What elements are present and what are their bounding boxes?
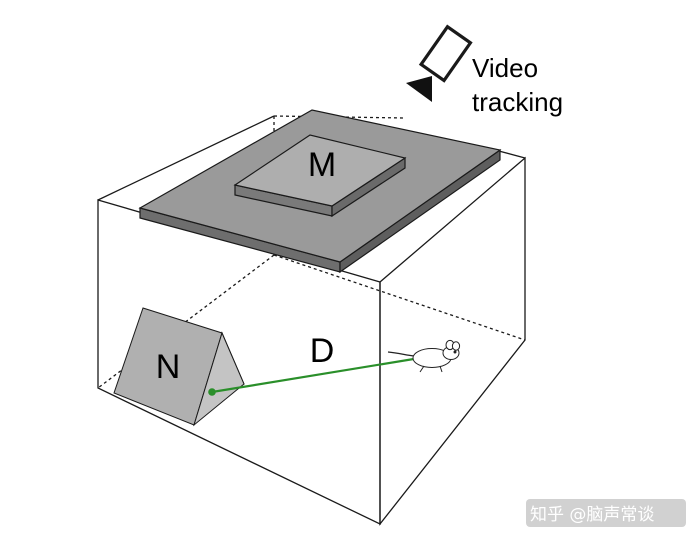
- watermark: 知乎 @脑声常谈: [526, 499, 686, 527]
- arena-right-face: [379, 156, 526, 526]
- platform-label: M: [308, 146, 336, 184]
- camera-label-line2: tracking: [472, 87, 563, 117]
- platform: [138, 109, 502, 274]
- arena-back-top-edge: [97, 115, 275, 201]
- distance-start-dot: [208, 388, 216, 396]
- camera-label-line1: Video: [472, 53, 538, 83]
- block-top: [233, 134, 407, 207]
- video-camera-icon: [406, 24, 473, 102]
- watermark-text: 知乎 @脑声常谈: [530, 505, 654, 525]
- distance-label: D: [310, 332, 335, 370]
- shelter-label: N: [156, 348, 181, 386]
- shelter-side: [193, 331, 245, 427]
- mouse-icon: [387, 339, 461, 373]
- camera-lens: [406, 76, 432, 102]
- shelter: [113, 307, 245, 427]
